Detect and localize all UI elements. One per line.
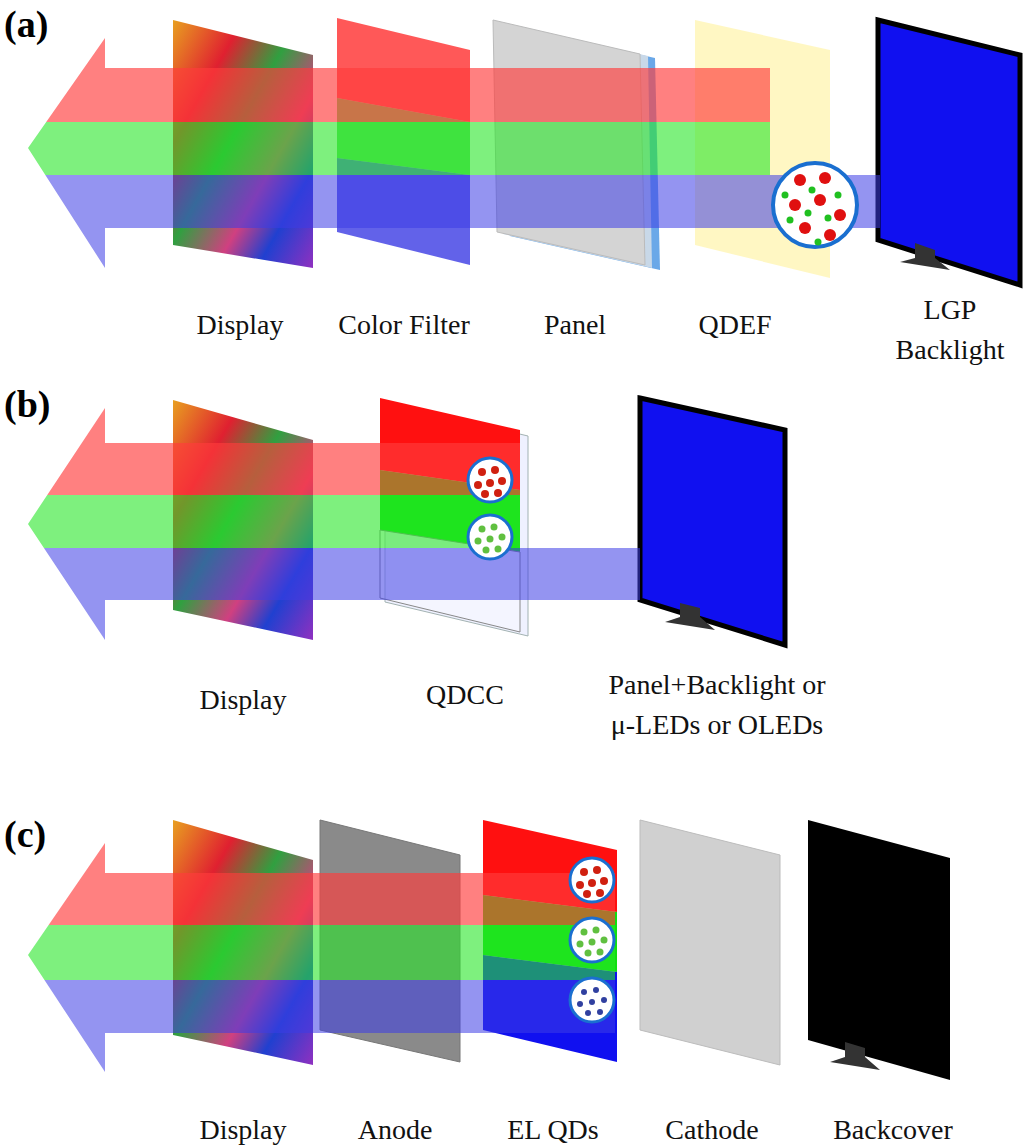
light-arrow-c xyxy=(0,835,615,1080)
part-label: EL QDs xyxy=(478,1110,628,1148)
panel-tag: (c) xyxy=(4,812,84,856)
part-label: Cathode xyxy=(637,1110,787,1148)
part-label: QDEF xyxy=(660,305,810,345)
panel-tag: (b) xyxy=(4,382,84,426)
light-arrow-a xyxy=(0,30,880,275)
monitor-stand xyxy=(665,603,715,630)
backcover xyxy=(808,820,950,1080)
backlight-screen xyxy=(878,20,1020,285)
part-label: Display xyxy=(158,1110,328,1148)
part-label: Panel xyxy=(500,305,650,345)
cathode xyxy=(640,820,780,1065)
monitor-stand xyxy=(830,1042,880,1070)
panel-tag: (a) xyxy=(4,2,84,46)
part-label: Anode xyxy=(320,1110,470,1148)
part-label: LGP Backlight xyxy=(890,290,1010,370)
part-label: QDCC xyxy=(390,675,540,715)
monitor-stand xyxy=(900,243,950,270)
part-label: Display xyxy=(155,305,325,345)
qd-circles xyxy=(468,163,857,1022)
backlight-screen xyxy=(640,398,785,645)
part-label: Backcover xyxy=(798,1110,988,1148)
light-arrow-b xyxy=(0,400,640,648)
part-label: Panel+Backlight or μ-LEDs or OLEDs xyxy=(602,665,832,745)
part-label: Display xyxy=(158,680,328,720)
part-label: Color Filter xyxy=(309,305,499,345)
